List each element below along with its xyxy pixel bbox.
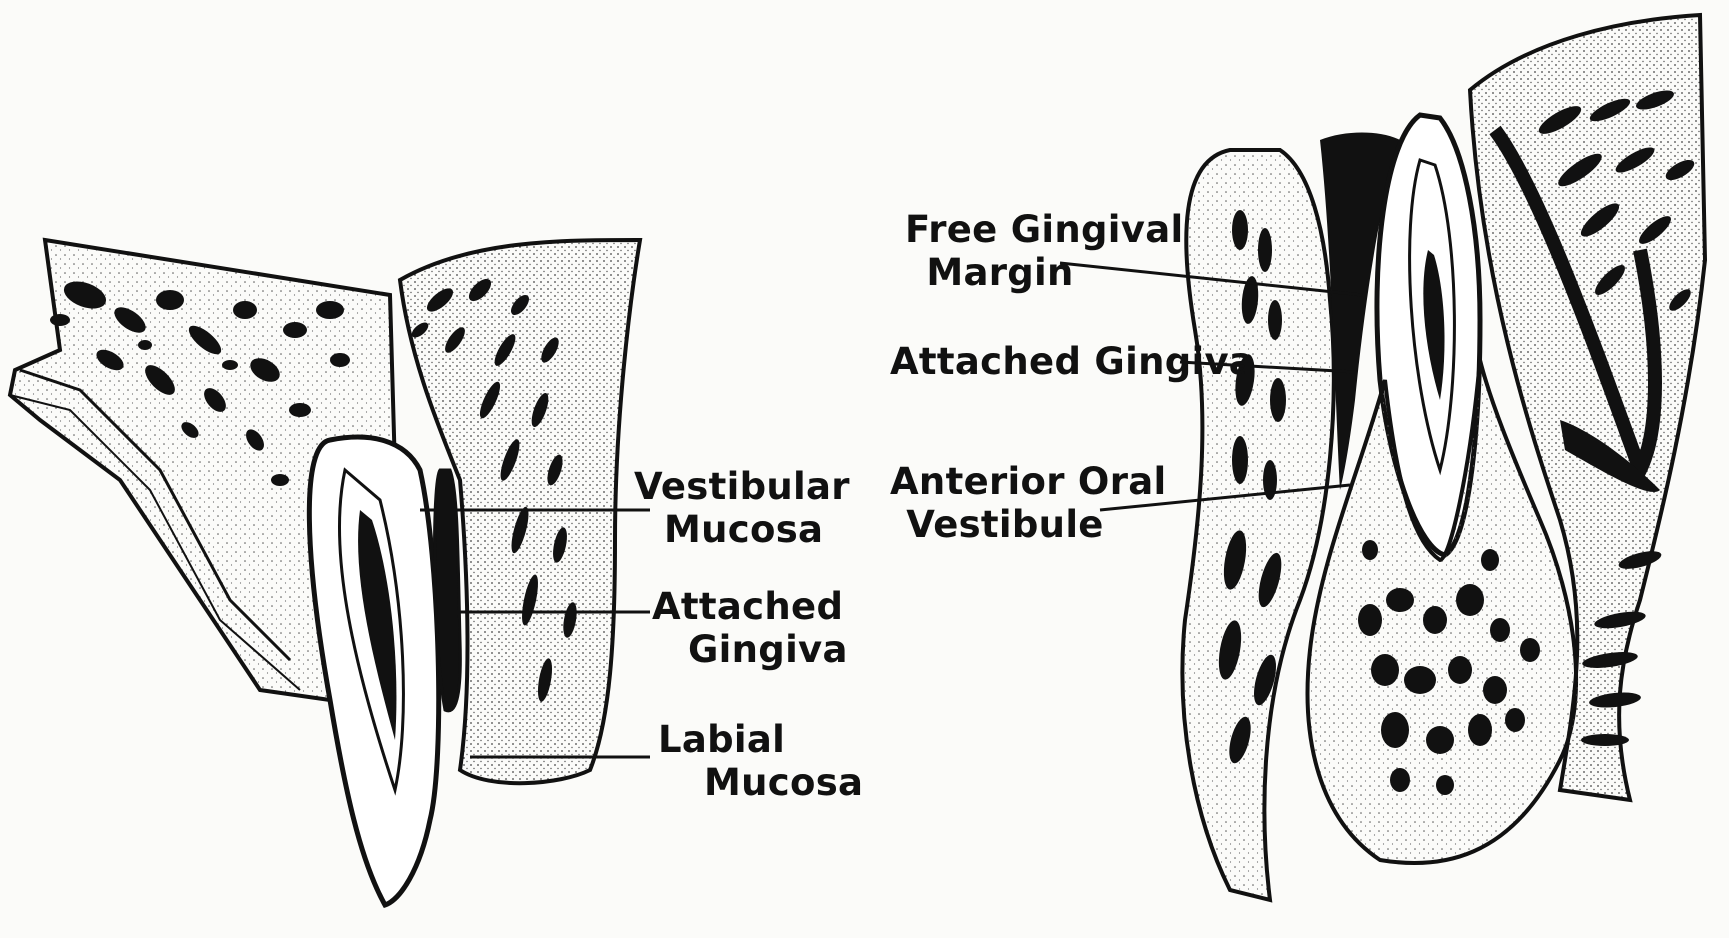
label-labial-mucosa-line2: Mucosa [658, 761, 863, 804]
label-vestibular-mucosa-line1: Vestibular [634, 465, 809, 508]
label-anterior-oral-vestibule: Anterior Oral Vestibule [890, 460, 1120, 546]
label-attached-gingiva-left-line2: Gingiva [652, 628, 822, 671]
label-free-gingival-margin-line1: Free Gingival [905, 208, 1155, 251]
right-lip-tissue [1182, 150, 1333, 900]
label-vestibular-mucosa: Vestibular Mucosa [634, 465, 809, 551]
label-free-gingival-margin: Free Gingival Margin [905, 208, 1155, 294]
label-free-gingival-margin-line2: Margin [905, 251, 1155, 294]
label-attached-gingiva-right: Attached Gingiva [890, 340, 1254, 383]
label-anterior-oral-vestibule-line1: Anterior Oral [890, 460, 1120, 503]
label-anterior-oral-vestibule-line2: Vestibule [890, 503, 1120, 546]
label-labial-mucosa: Labial Mucosa [658, 718, 863, 804]
label-labial-mucosa-line1: Labial [658, 718, 863, 761]
label-attached-gingiva-left: Attached Gingiva [652, 585, 822, 671]
label-vestibular-mucosa-line2: Mucosa [634, 508, 809, 551]
label-attached-gingiva-left-line1: Attached [652, 585, 822, 628]
